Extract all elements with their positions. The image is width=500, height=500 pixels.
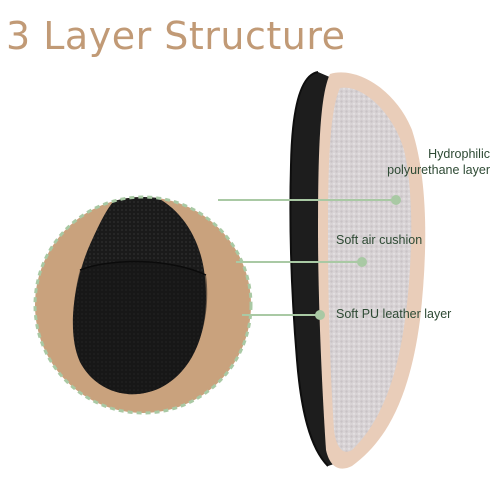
callout-dot-3 xyxy=(315,310,325,320)
label-hydrophilic-line-1: Hydrophilic xyxy=(428,147,490,161)
label-hydrophilic-line-2: polyurethane layer xyxy=(387,163,490,177)
puff-side-view xyxy=(289,71,426,469)
label-hydrophilic-layer: Hydrophilic polyurethane layer xyxy=(356,146,490,178)
label-air-cushion: Soft air cushion xyxy=(336,233,423,247)
callout-dot-1 xyxy=(391,195,401,205)
magnified-view xyxy=(33,195,253,415)
callout-dot-2 xyxy=(357,257,367,267)
label-pu-leather-layer: Soft PU leather layer xyxy=(336,307,452,321)
page-title: 3 Layer Structure xyxy=(6,14,346,58)
callouts xyxy=(218,195,401,320)
